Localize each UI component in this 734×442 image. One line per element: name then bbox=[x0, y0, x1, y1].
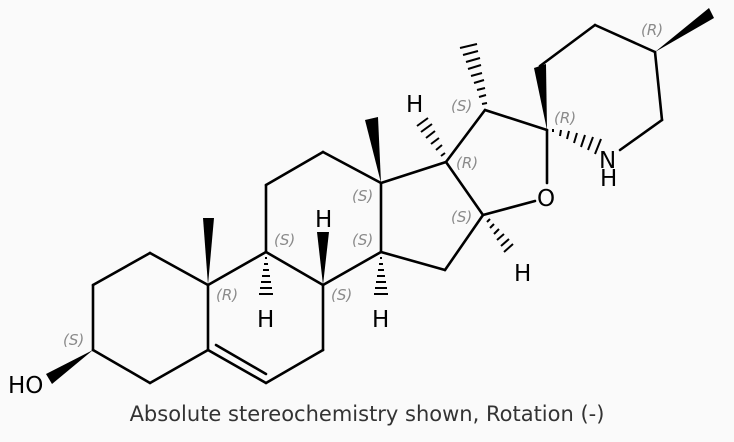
stereo-label-c3: (S) bbox=[63, 331, 84, 349]
ring-b bbox=[206, 250, 325, 385]
nh-hydrogen-label: H bbox=[600, 166, 617, 192]
stereo-label-c14: (S) bbox=[352, 231, 373, 249]
stereo-label-c16: (S) bbox=[451, 208, 472, 226]
stereo-label-c17: (R) bbox=[456, 154, 478, 172]
stereo-label-c20: (S) bbox=[451, 97, 472, 115]
hash-bond-c16-h bbox=[486, 218, 514, 253]
stereo-label-c8: (S) bbox=[331, 286, 352, 304]
stereo-label-c9: (S) bbox=[274, 231, 295, 249]
molecule-structure: HO O N H H H H H H (S) (R) (S) (S) (S) (… bbox=[8, 8, 714, 399]
wedge-bond-c22-c23 bbox=[534, 64, 547, 130]
h-c9-label: H bbox=[257, 307, 274, 333]
wedge-bond-c10-methyl bbox=[203, 218, 214, 285]
h-c8-label: H bbox=[315, 207, 332, 233]
ring-a bbox=[91, 251, 210, 385]
hash-bond-c14-h bbox=[374, 257, 388, 295]
stereo-label-c10: (R) bbox=[216, 286, 238, 304]
wedge-bond-c13-methyl bbox=[365, 117, 381, 183]
ring-e bbox=[444, 108, 549, 217]
hash-bond-c20-methyl bbox=[459, 43, 488, 105]
h-c14-label: H bbox=[372, 307, 389, 333]
hash-bond-c9-h bbox=[259, 257, 273, 295]
hydroxyl-label: HO bbox=[8, 373, 43, 399]
stereochemistry-caption: Absolute stereochemistry shown, Rotation… bbox=[129, 402, 605, 426]
ring-c bbox=[264, 150, 383, 287]
wedge-bond-c8-h bbox=[317, 232, 329, 285]
stereo-label-c13: (S) bbox=[352, 187, 373, 205]
wedge-bond-oh bbox=[46, 350, 93, 384]
h-c17-label: H bbox=[406, 92, 423, 118]
wedge-bond-c25-methyl bbox=[655, 8, 714, 52]
stereo-label-c25: (R) bbox=[641, 21, 663, 39]
nitrogen-label: N bbox=[599, 148, 616, 174]
ring-oxygen-label: O bbox=[537, 186, 555, 212]
ring-f bbox=[538, 23, 664, 152]
hash-bond-c17-h bbox=[416, 117, 446, 157]
hash-bond-c22-n bbox=[552, 129, 602, 155]
ring-d bbox=[379, 160, 485, 272]
stereo-label-c22: (R) bbox=[554, 109, 576, 127]
h-c16-label: H bbox=[514, 261, 531, 287]
